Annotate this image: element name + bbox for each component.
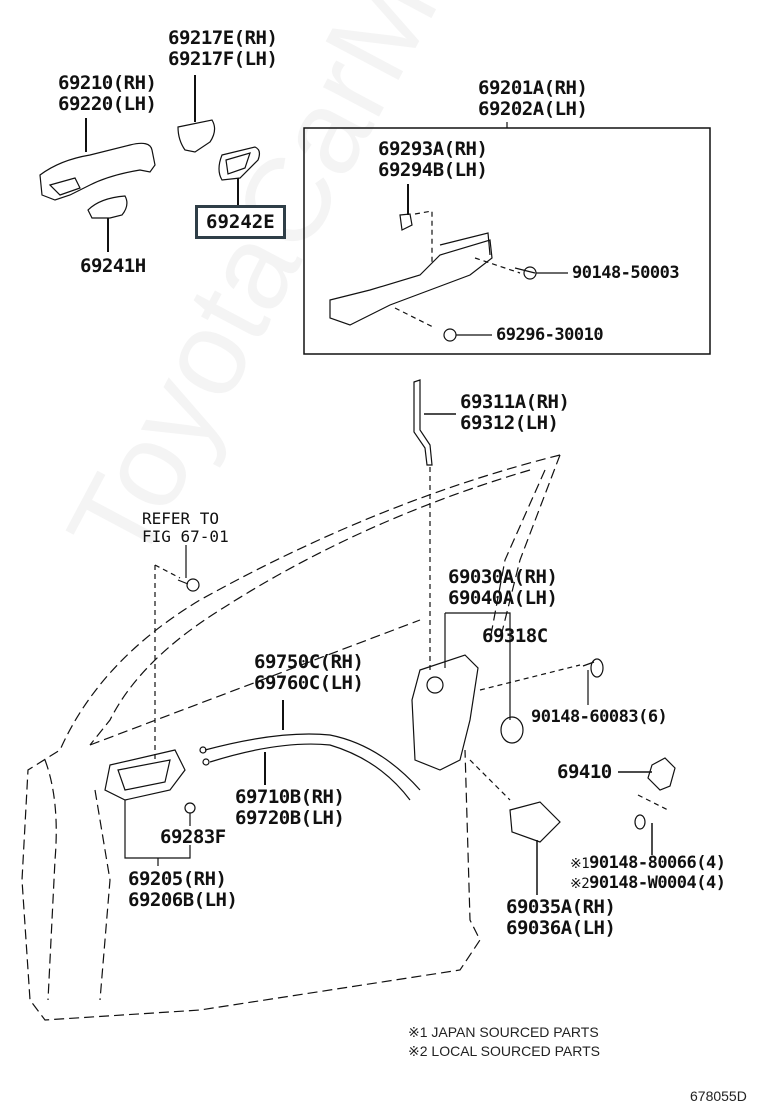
label-frame-bolt: 90148-50003 [572, 263, 680, 283]
refer-line: REFER TO [142, 509, 220, 528]
part-number: 69294B(LH) [378, 159, 488, 181]
part-number: 69040A(LH) [448, 587, 558, 609]
part-number: 69030A(RH) [448, 566, 558, 588]
label-lock-rod: 69311A(RH) 69312(LH) [460, 391, 570, 434]
frame-assy-box [303, 122, 711, 355]
label-striker-screws: ※190148-80066(4) ※290148-W0004(4) [570, 853, 726, 894]
handle-cap-drawing [177, 75, 216, 153]
part-number: 69296-30010 [496, 325, 604, 345]
part-number: 69242E [206, 211, 275, 233]
inner-handle-drawing [104, 749, 196, 866]
striker-screw-row: ※290148-W0004(4) [570, 873, 726, 894]
part-number: 69035A(RH) [506, 896, 616, 918]
part-number: 69293A(RH) [378, 138, 488, 160]
part-number: 69720B(LH) [235, 807, 345, 829]
part-number: 69206B(LH) [128, 889, 238, 911]
label-lock-assy: 69030A(RH) 69040A(LH) [448, 566, 558, 609]
refer-screw-drawing [154, 545, 200, 760]
lock-assy-drawing [411, 612, 604, 801]
label-handle-pad: 69241H [80, 256, 146, 277]
refer-line: FIG 67-01 [142, 527, 229, 546]
lock-cover-drawing [509, 801, 561, 895]
door-outline [21, 454, 561, 1021]
part-number: 69311A(RH) [460, 391, 570, 413]
part-number: 69220(LH) [58, 93, 157, 115]
label-lock-grommet: 69318C [482, 626, 548, 647]
part-number: 69283F [160, 826, 226, 848]
label-inner-handle: 69205(RH) 69206B(LH) [128, 868, 238, 911]
lock-rod-drawing [413, 379, 456, 670]
note-japan: ※1 JAPAN SOURCED PARTS [408, 1024, 599, 1040]
part-number: 69036A(LH) [506, 917, 616, 939]
cover-drawing [218, 146, 261, 205]
source-notes: ※1 JAPAN SOURCED PARTS ※2 LOCAL SOURCED … [408, 1023, 600, 1061]
part-number: 69202A(LH) [478, 98, 588, 120]
part-number: 69318C [482, 625, 548, 647]
source-mark: ※1 [570, 856, 590, 872]
part-number: 90148-80066(4) [589, 853, 726, 873]
label-lock-cover: 69035A(RH) 69036A(LH) [506, 896, 616, 939]
part-number: 69410 [557, 761, 612, 783]
part-number: 69201A(RH) [478, 77, 588, 99]
part-number: 69312(LH) [460, 412, 559, 434]
striker-screw-row: ※190148-80066(4) [570, 853, 726, 874]
source-mark: ※2 [570, 876, 590, 892]
part-number: 69217F(LH) [168, 48, 278, 70]
part-number: 69205(RH) [128, 868, 227, 890]
part-number: 90148-50003 [572, 263, 680, 283]
part-number: 90148-W0004(4) [589, 873, 726, 893]
label-frame-assy: 69201A(RH) 69202A(LH) [478, 77, 588, 120]
label-inner-clip: 69283F [160, 827, 226, 848]
part-number: 69210(RH) [58, 72, 157, 94]
part-number: 90148-60083(6) [531, 707, 668, 727]
part-number: 69750C(RH) [254, 651, 364, 673]
label-cable-lower: 69710B(RH) 69720B(LH) [235, 786, 345, 829]
label-frame-clip: 69293A(RH) 69294B(LH) [378, 138, 488, 181]
striker-drawing [618, 757, 676, 855]
outer-handle-drawing [39, 118, 156, 201]
handle-pad-drawing [87, 195, 128, 252]
figure-id: 678055D [690, 1088, 747, 1104]
part-number: 69217E(RH) [168, 27, 278, 49]
label-outer-handle: 69210(RH) 69220(LH) [58, 72, 157, 115]
label-handle-cap: 69217E(RH) 69217F(LH) [168, 27, 278, 70]
highlighted-part-box[interactable]: 69242E [195, 205, 286, 239]
note-local: ※2 LOCAL SOURCED PARTS [408, 1043, 600, 1059]
label-frame-screw: 69296-30010 [496, 325, 604, 345]
refer-to-fig-note: REFER TO FIG 67-01 [142, 510, 229, 546]
cables-drawing [199, 700, 421, 801]
label-striker: 69410 [557, 762, 612, 783]
part-number: 69710B(RH) [235, 786, 345, 808]
part-number: 69241H [80, 255, 146, 277]
label-lock-screw: 90148-60083(6) [531, 707, 668, 727]
label-cable-upper: 69750C(RH) 69760C(LH) [254, 651, 364, 694]
part-number: 69760C(LH) [254, 672, 364, 694]
